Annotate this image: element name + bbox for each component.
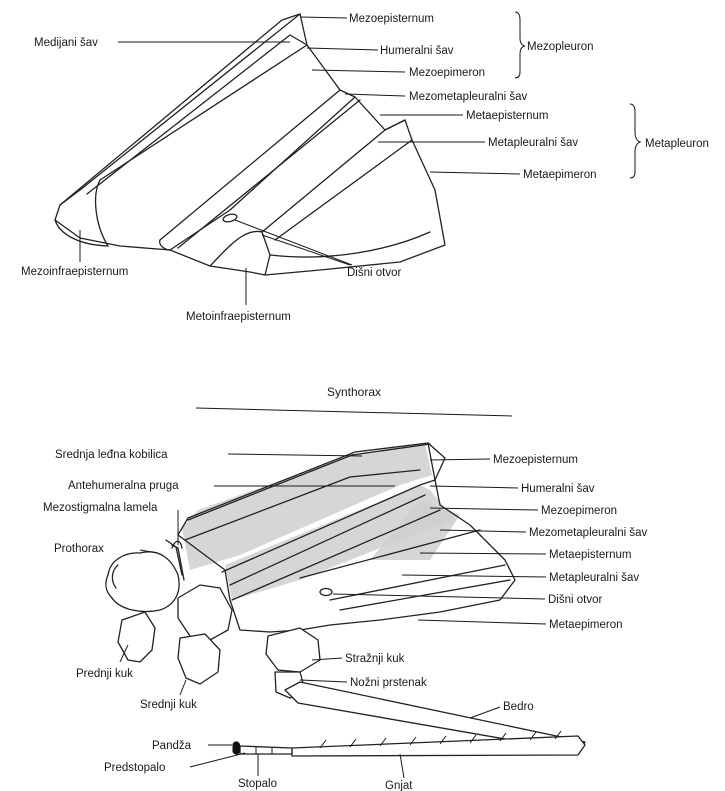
label-metaepisternum-top: Metaepisternum — [466, 110, 548, 122]
label-mezometapleuralni-sav-top: Mezometapleuralni šav — [409, 91, 528, 103]
top-labels: Medijani šav Mezoepisternum Humeralni ša… — [21, 13, 709, 323]
label-mezoepisternum-bottom: Mezoepisternum — [493, 454, 578, 466]
label-metapleuralni-sav-bottom: Metapleuralni šav — [549, 572, 639, 584]
label-mezoepimeron-top: Mezoepimeron — [409, 67, 485, 79]
label-predstopalo: Predstopalo — [104, 762, 165, 774]
label-stopalo: Stopalo — [238, 778, 277, 790]
label-srednji-kuk: Srednji kuk — [140, 699, 197, 711]
label-antehumeralna-pruga: Antehumeralna pruga — [68, 480, 179, 492]
label-metoinfraepisternum: Metoinfraepisternum — [186, 311, 291, 323]
label-srednja-ledna-kobilica: Srednja leđna kobilica — [55, 449, 168, 461]
group-label-metapleuron: Metapleuron — [645, 138, 709, 150]
label-medijani-sav: Medijani šav — [34, 37, 98, 49]
group-label-mezopleuron: Mezopleuron — [527, 41, 593, 53]
label-metapleuralni-sav-top: Metapleuralni šav — [488, 137, 578, 149]
label-mezoepisternum-top: Mezoepisternum — [349, 13, 434, 25]
label-metaepimeron-top: Metaepimeron — [523, 169, 597, 181]
claw-shape — [233, 742, 240, 754]
label-disni-otvor-top: Dišni otvor — [347, 267, 401, 279]
top-leader-lines — [80, 12, 640, 305]
label-disni-otvor-bottom: Dišni otvor — [548, 594, 602, 606]
label-gnjat: Gnjat — [385, 780, 413, 791]
label-humeralni-sav-top: Humeralni šav — [380, 45, 454, 57]
label-metaepimeron-bottom: Metaepimeron — [549, 619, 623, 631]
synthorax-span-line — [196, 408, 512, 416]
label-bedro: Bedro — [503, 701, 534, 713]
label-mezoinfraepisternum: Mezoinfraepisternum — [21, 266, 128, 278]
label-nozni-prstenak: Nožni prstenak — [350, 677, 427, 689]
heading-synthorax: Synthorax — [327, 385, 381, 399]
label-straznji-kuk: Stražnji kuk — [345, 653, 405, 665]
label-prothorax: Prothorax — [54, 543, 104, 555]
label-pandza: Pandža — [152, 740, 192, 752]
label-mezostigmalna-lamela: Mezostigmalna lamela — [43, 502, 158, 514]
label-mezometapleuralni-sav-bottom: Mezometapleuralni šav — [529, 527, 648, 539]
label-metaepisternum-bottom: Metaepisternum — [549, 549, 631, 561]
label-mezoepimeron-bottom: Mezoepimeron — [541, 505, 617, 517]
label-humeralni-sav-bottom: Humeralni šav — [521, 483, 595, 495]
label-prednji-kuk: Prednji kuk — [76, 668, 133, 680]
